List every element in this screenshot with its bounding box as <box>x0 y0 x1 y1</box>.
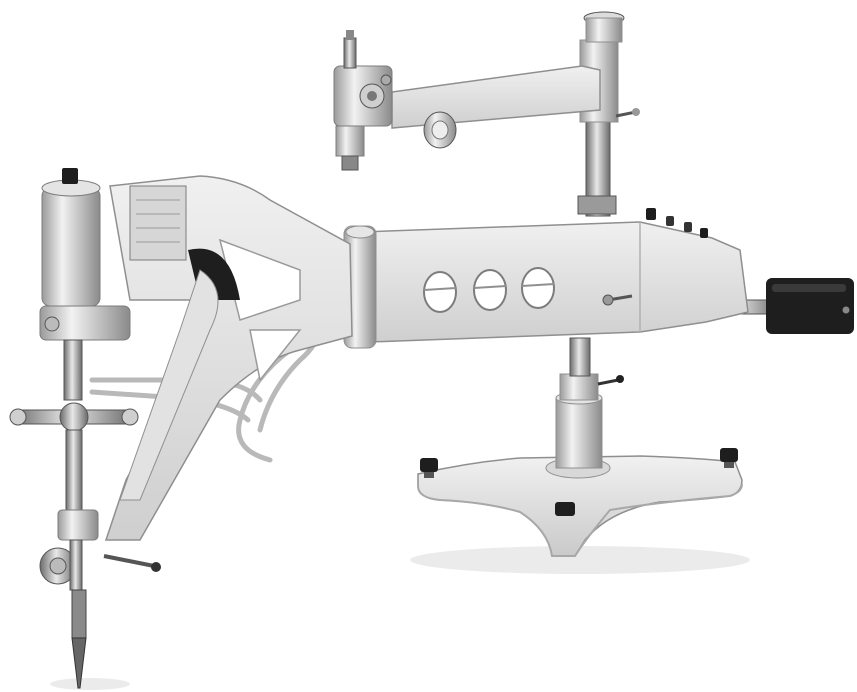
torch-barrel <box>65 429 83 521</box>
main-arm <box>343 208 749 349</box>
base-plate-edge <box>417 483 743 557</box>
cutting-torch <box>9 339 161 689</box>
motor-cap <box>62 168 78 184</box>
torch-valve-cross[interactable] <box>9 402 139 432</box>
floor-shadow <box>50 546 750 690</box>
tracing-arm <box>333 30 601 171</box>
leveling-foot-right <box>720 448 738 468</box>
pedestal-lock-handle[interactable] <box>597 375 624 386</box>
tracing-arm-knob[interactable] <box>423 111 457 149</box>
arm-lock-lever[interactable] <box>602 294 633 306</box>
pedestal-screw <box>569 337 591 377</box>
counterweight-bolt-icon <box>842 306 850 314</box>
torch-height-lever[interactable] <box>103 554 161 572</box>
id-plate <box>129 185 187 261</box>
pedestal-column <box>555 397 603 469</box>
column-clamp-knob[interactable] <box>615 108 640 118</box>
drive-belt-guard <box>119 248 240 501</box>
pedestal-collar <box>559 373 599 401</box>
motor-housing <box>39 168 131 341</box>
leveling-foot-front <box>555 502 575 516</box>
front-arm <box>104 175 353 541</box>
control-knobs[interactable] <box>646 208 708 238</box>
leveling-foot-left <box>420 458 438 478</box>
torch-nozzle <box>71 637 87 689</box>
tracing-head <box>333 30 393 171</box>
base-stand <box>417 337 743 557</box>
arm-lightening-holes <box>423 267 555 313</box>
